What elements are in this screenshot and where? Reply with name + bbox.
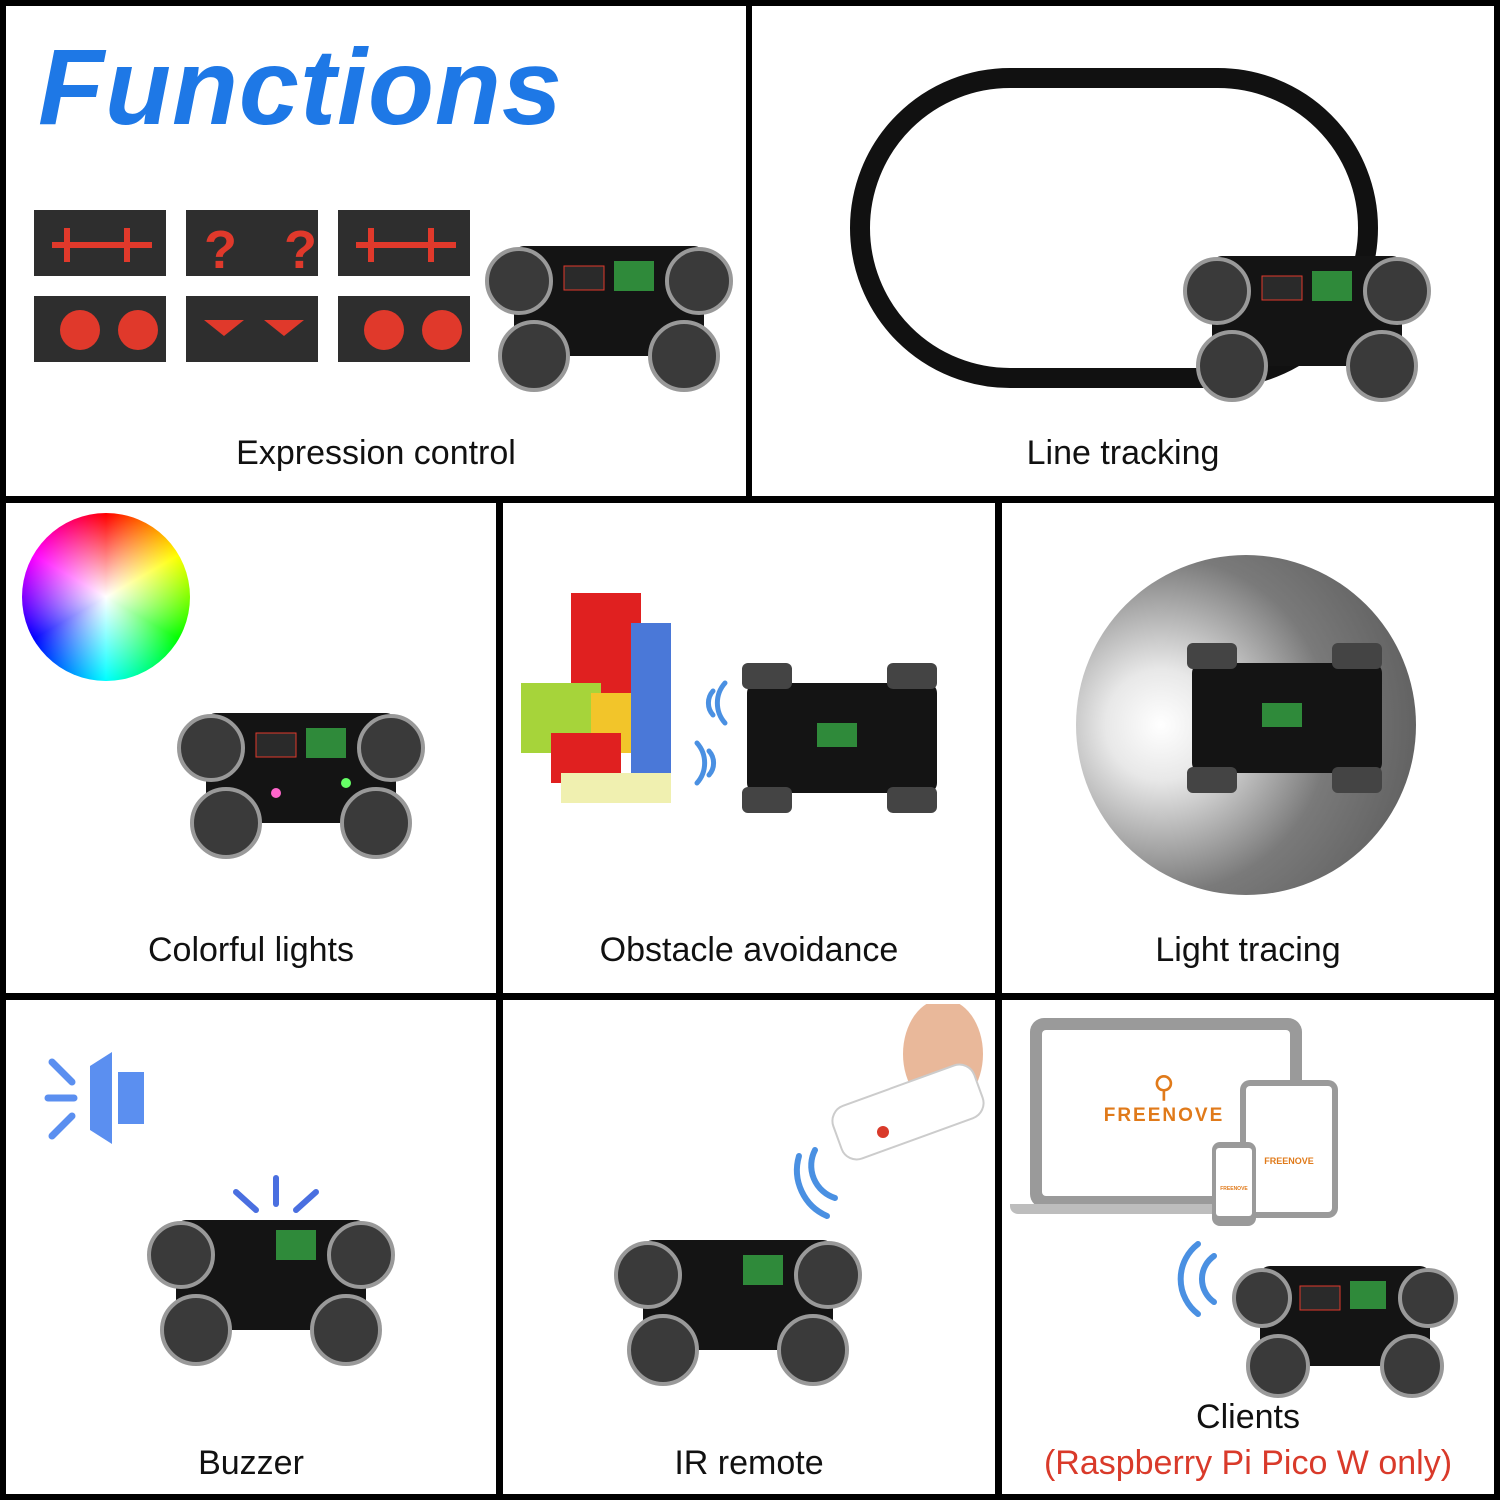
signal-waves-icon xyxy=(694,680,728,786)
cell-colorful-lights: Colorful lights xyxy=(6,503,496,993)
caption-light-tracing: Light tracing xyxy=(1155,931,1341,969)
robot-car-image xyxy=(485,246,733,392)
matrix-patterns: ? ? xyxy=(52,220,462,350)
phone-image: FREENOVE xyxy=(1212,1142,1256,1226)
caption-colorful-lights: Colorful lights xyxy=(148,931,354,969)
matrix-expression-2 xyxy=(186,210,318,276)
page-title: Functions xyxy=(38,26,563,147)
caption-obstacle-avoidance: Obstacle avoidance xyxy=(599,931,899,969)
caption-clients: Clients xyxy=(1196,1398,1300,1436)
laptop-base xyxy=(1010,1204,1320,1214)
caption-buzzer: Buzzer xyxy=(198,1444,304,1482)
freenove-logo: ⚲ xyxy=(1153,1071,1175,1104)
tablet-brand: FREENOVE xyxy=(1264,1156,1314,1166)
svg-text:?: ? xyxy=(284,220,317,280)
cell-obstacle-avoidance: Obstacle avoidance xyxy=(503,503,995,993)
robot-car-image xyxy=(614,1240,862,1386)
lego-blocks-image xyxy=(521,593,671,803)
robot-car-image xyxy=(147,1175,395,1366)
robot-car-image xyxy=(1183,256,1431,402)
cell-expression-control: Functions ? ? Expression control xyxy=(6,6,746,496)
line-track xyxy=(850,68,1378,388)
caption-line-tracking: Line tracking xyxy=(1026,434,1220,472)
laptop-logo: ⚲ FREENOVE xyxy=(1094,1070,1234,1127)
speaker-icon xyxy=(44,1052,144,1144)
tablet-image: FREENOVE xyxy=(1240,1080,1338,1218)
svg-text:?: ? xyxy=(204,220,237,280)
robot-car-image xyxy=(1187,643,1382,793)
caption-expression-control: Expression control xyxy=(236,434,516,472)
robot-car-image xyxy=(177,713,425,859)
remote-control-image xyxy=(831,1004,985,1161)
cell-line-tracking: Line tracking xyxy=(752,6,1494,496)
laptop-brand: FREENOVE xyxy=(1103,1105,1225,1126)
matrix-expression-5 xyxy=(186,296,318,362)
signal-waves-icon xyxy=(794,1147,838,1219)
cell-light-tracing: Light tracing xyxy=(1002,503,1494,993)
robot-car-image xyxy=(742,663,937,813)
phone-brand: FREENOVE xyxy=(1220,1186,1248,1192)
cell-buzzer: Buzzer xyxy=(6,1000,496,1494)
cell-clients: ⚲ FREENOVE FREENOVE FREENOVE Clients (Ra… xyxy=(1002,1000,1494,1494)
color-wheel-icon xyxy=(22,513,190,681)
signal-waves-icon xyxy=(1177,1241,1217,1317)
caption-clients-note: (Raspberry Pi Pico W only) xyxy=(1043,1444,1453,1482)
caption-ir-remote: IR remote xyxy=(674,1444,824,1482)
cell-ir-remote: IR remote xyxy=(503,1000,995,1494)
robot-car-image xyxy=(1232,1266,1458,1398)
